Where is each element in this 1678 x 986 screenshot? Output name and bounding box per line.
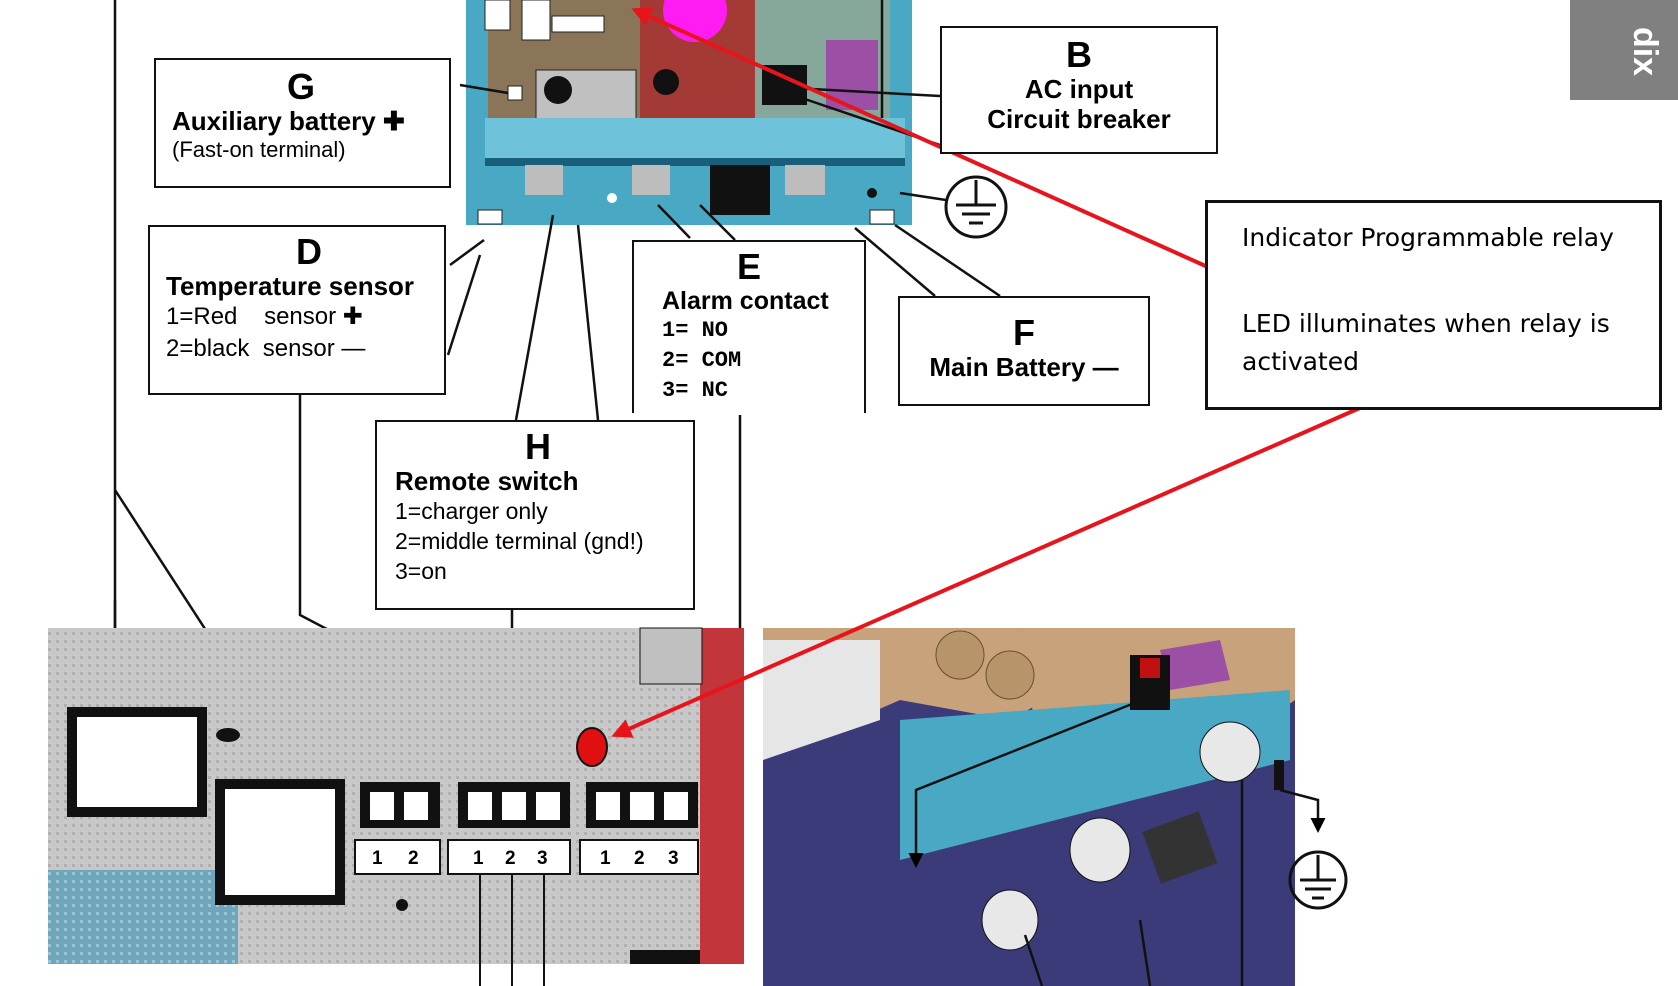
terminal-number: 2 xyxy=(505,848,516,869)
terminal-number: 3 xyxy=(668,848,679,869)
label-B-ac-input: B AC input Circuit breaker xyxy=(940,26,1218,154)
label-line: Circuit breaker xyxy=(987,104,1171,134)
appendix-tab-label: dix xyxy=(1626,26,1665,77)
label-line: 2=black sensor — xyxy=(166,335,366,362)
charger-angled-view xyxy=(763,628,1295,986)
label-G-auxiliary-battery: G Auxiliary battery ✚ (Fast-on terminal) xyxy=(154,58,451,188)
ground-icon-bottom xyxy=(1288,850,1348,910)
appendix-tab: dix xyxy=(1570,0,1678,100)
label-line: AC input xyxy=(1024,74,1134,104)
label-letter: F xyxy=(1013,312,1035,353)
charger-top-view xyxy=(466,0,912,225)
label-title: Auxiliary battery ✚ xyxy=(172,106,405,136)
label-E-alarm-contact: E Alarm contact 1= NO 2= COM 3= NC xyxy=(632,240,866,413)
label-letter: H xyxy=(525,426,551,467)
label-title: Remote switch xyxy=(395,466,579,496)
relay-led xyxy=(576,727,608,767)
label-title: Temperature sensor xyxy=(166,271,415,301)
label-H-remote-switch: H Remote switch 1=charger only 2=middle … xyxy=(375,420,695,610)
label-title: Main Battery — xyxy=(929,352,1119,382)
terminal-number: 2 xyxy=(408,848,419,869)
label-line: 3= NC xyxy=(662,378,729,403)
indicator-description: LED illuminates when relay is activated xyxy=(1242,309,1610,376)
label-letter: B xyxy=(1066,34,1092,75)
label-line: 1= NO xyxy=(662,318,729,343)
circuit-board-left xyxy=(48,627,744,986)
label-D-temperature-sensor: D Temperature sensor 1=Red sensor ✚ 2=bl… xyxy=(148,225,446,395)
indicator-title: Indicator Programmable relay xyxy=(1242,223,1614,252)
terminal-number: 3 xyxy=(537,848,548,869)
label-F-main-battery: F Main Battery — xyxy=(898,296,1150,406)
label-letter: D xyxy=(296,231,322,272)
label-line: 1=charger only xyxy=(395,498,548,524)
label-line: 2= COM xyxy=(662,348,742,373)
indicator-arrows xyxy=(611,7,1363,738)
label-subtitle: (Fast-on terminal) xyxy=(172,137,346,162)
label-line: 2=middle terminal (gnd!) xyxy=(395,528,644,554)
terminal-number: 1 xyxy=(372,848,383,869)
terminal-number: 1 xyxy=(473,848,484,869)
indicator-callout: Indicator Programmable relay LED illumin… xyxy=(1205,200,1662,410)
label-letter: E xyxy=(736,246,761,287)
label-line: 1=Red sensor ✚ xyxy=(166,303,363,330)
ground-icon xyxy=(944,175,1008,239)
label-line: 3=on xyxy=(395,558,447,584)
label-letter: G xyxy=(287,66,316,107)
terminal-number: 2 xyxy=(634,848,645,869)
terminal-number: 1 xyxy=(600,848,611,869)
label-title: Alarm contact xyxy=(662,287,829,315)
